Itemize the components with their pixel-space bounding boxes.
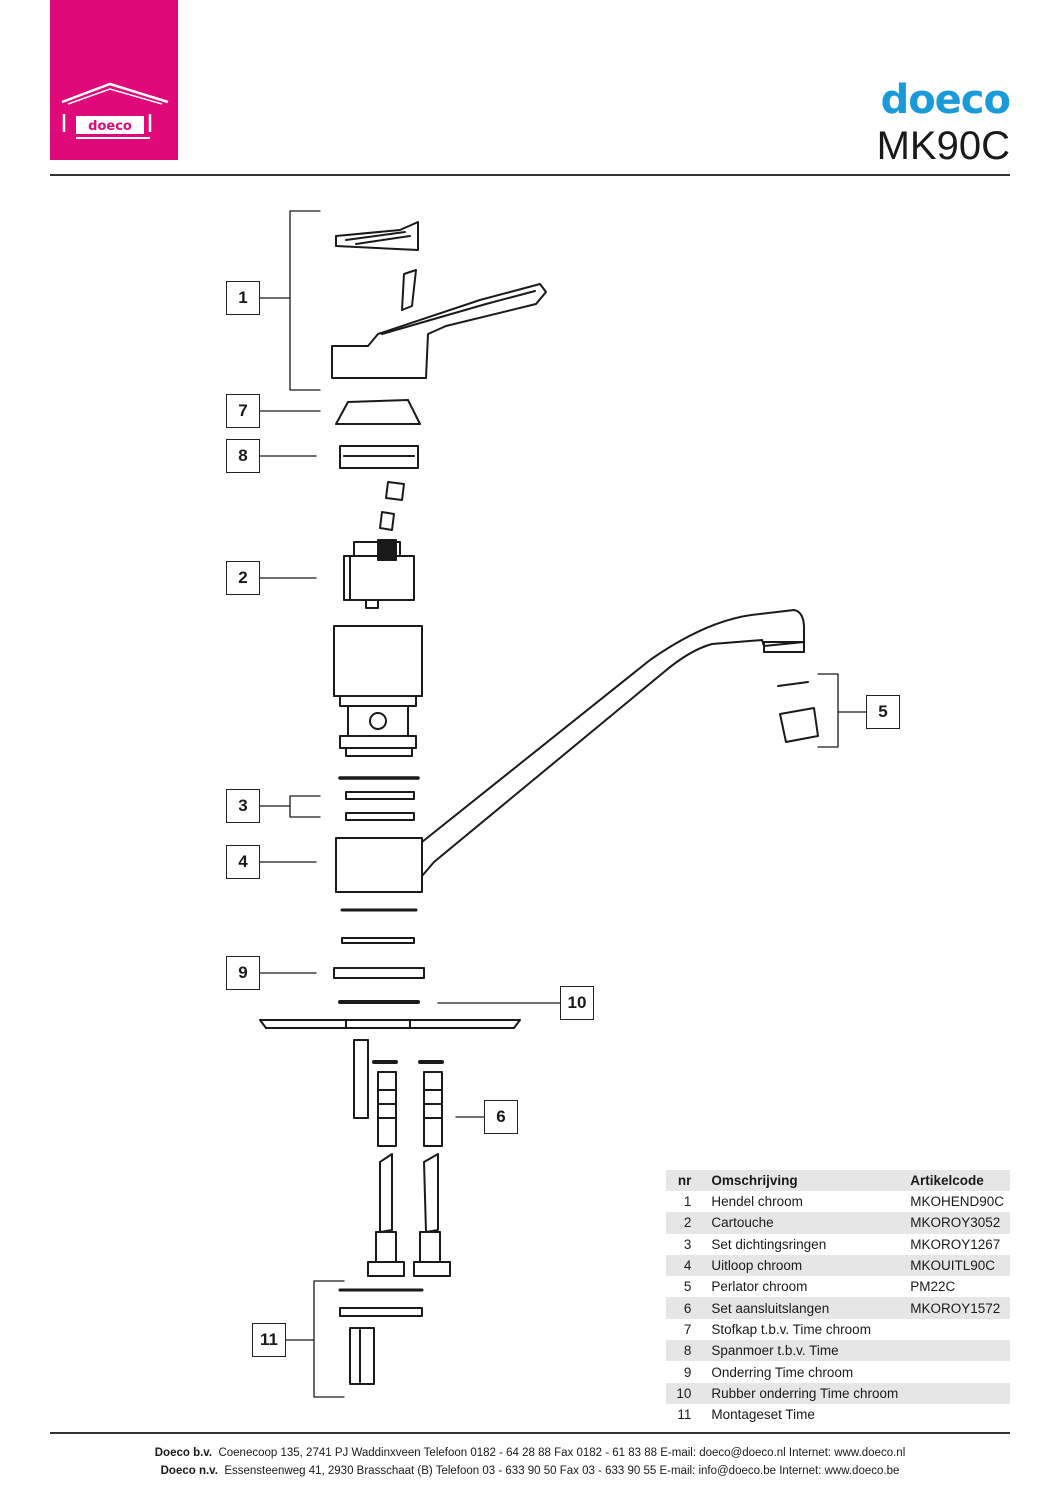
cell-desc: Spanmoer t.b.v. Time — [705, 1340, 905, 1362]
exploded-view-drawing — [259, 210, 867, 1398]
table-header-row: nr Omschrijving Artikelcode — [666, 1170, 1010, 1191]
callout-5: 5 — [866, 695, 900, 729]
header-divider — [50, 174, 1010, 176]
cell-desc: Set dichtingsringen — [711, 1236, 827, 1252]
cell-code: MKOUITL90C — [904, 1254, 1010, 1277]
cell-nr: 1 — [683, 1194, 692, 1210]
bottom-rings-part — [333, 908, 425, 1004]
callout-11: 11 — [252, 1323, 286, 1357]
callout-9: 9 — [226, 956, 260, 990]
callout-2: 2 — [226, 561, 260, 595]
callout-7: 7 — [226, 394, 260, 428]
connection-hoses-part — [353, 1039, 451, 1277]
cartridge-part — [343, 481, 415, 609]
cell-code — [904, 1319, 1010, 1340]
cell-desc: Stofkap t.b.v. Time chroom — [711, 1321, 871, 1337]
callout-3: 3 — [226, 789, 260, 823]
callout-1: 1 — [226, 281, 260, 315]
cell-code: MKOROY1572 — [904, 1297, 1010, 1319]
table-row: 7 Stofkap t.b.v. Time chroom — [666, 1319, 1010, 1340]
cell-nr: 10 — [666, 1382, 706, 1404]
cell-nr: 6 — [666, 1297, 706, 1319]
footer-company-nl: Doeco b.v. — [154, 1447, 213, 1459]
cell-nr: 4 — [666, 1254, 706, 1277]
table-row: 11 Montageset Time — [666, 1404, 1010, 1425]
dust-cap-part — [335, 399, 421, 425]
footer-address-nl: Coenecoop 135, 2741 PJ Waddinxveen Telef… — [218, 1447, 906, 1459]
aerator-part — [777, 681, 819, 743]
lever-handle-part — [331, 221, 547, 379]
table-row: 9 Onderring Time chroom — [666, 1361, 1010, 1382]
house-logo-icon: doeco — [61, 82, 169, 139]
cell-code — [904, 1340, 1010, 1362]
cell-code — [904, 1382, 1010, 1404]
leader-lines — [259, 210, 867, 1398]
cell-code: MKOHEND90C — [910, 1194, 1004, 1210]
brand-name: doeco — [880, 77, 1011, 123]
cell-nr: 8 — [666, 1340, 706, 1362]
base-plate-part — [259, 1019, 521, 1029]
cell-desc: Set aansluitslangen — [705, 1297, 905, 1319]
footer-line-nl: Doeco b.v. Coenecoop 135, 2741 PJ Waddin… — [50, 1447, 1010, 1459]
cell-desc: Hendel chroom — [711, 1194, 803, 1210]
parts-table: nr Omschrijving Artikelcode 1 Hendel chro… — [666, 1170, 1010, 1425]
cell-desc: Onderring Time chroom — [711, 1364, 854, 1380]
cell-desc: Uitloop chroom — [705, 1254, 905, 1277]
cell-code: MKOROY1267 — [910, 1236, 1001, 1252]
cell-nr: 11 — [677, 1407, 692, 1423]
cell-nr: 9 — [683, 1364, 692, 1380]
col-header-nr: nr — [666, 1170, 706, 1191]
col-header-description: Omschrijving — [705, 1170, 905, 1191]
clamping-nut-part — [339, 445, 419, 469]
logo-badge: doeco — [50, 0, 178, 160]
cell-nr: 3 — [683, 1236, 692, 1252]
callout-4: 4 — [226, 845, 260, 879]
table-row: 1 Hendel chroom MKOHEND90C — [666, 1191, 1010, 1212]
spout-part — [335, 609, 805, 893]
cell-code: MKOROY3052 — [904, 1212, 1010, 1234]
callout-8: 8 — [226, 439, 260, 473]
table-row: 5 Perlator chroom PM22C — [666, 1276, 1010, 1297]
footer-line-be: Doeco n.v. Essensteenweg 41, 2930 Brassc… — [50, 1465, 1010, 1477]
cell-code — [904, 1404, 1010, 1425]
table-row: 3 Set dichtingsringen MKOROY1267 — [666, 1234, 1010, 1255]
cell-nr: 2 — [666, 1212, 706, 1234]
cell-desc: Perlator chroom — [711, 1279, 808, 1295]
mounting-set-part — [338, 1288, 424, 1385]
seal-rings-part — [338, 776, 420, 821]
cell-desc: Cartouche — [705, 1212, 905, 1234]
tap-body-part — [333, 625, 423, 757]
footer-company-be: Doeco n.v. — [160, 1465, 218, 1477]
callout-6: 6 — [484, 1100, 518, 1134]
cell-desc: Rubber onderring Time chroom — [705, 1382, 905, 1404]
cell-nr: 7 — [683, 1321, 692, 1337]
cell-desc: Montageset Time — [711, 1407, 815, 1423]
footer-address-be: Essensteenweg 41, 2930 Brasschaat (B) Te… — [224, 1465, 900, 1477]
cell-nr: 5 — [683, 1279, 692, 1295]
callout-10: 10 — [560, 986, 594, 1020]
col-header-article-code: Artikelcode — [904, 1170, 1010, 1191]
cell-code — [904, 1361, 1010, 1382]
logo-text: doeco — [88, 119, 132, 134]
cell-code: PM22C — [910, 1279, 956, 1295]
footer-divider — [50, 1432, 1010, 1434]
model-title: MK90C — [876, 124, 1010, 168]
